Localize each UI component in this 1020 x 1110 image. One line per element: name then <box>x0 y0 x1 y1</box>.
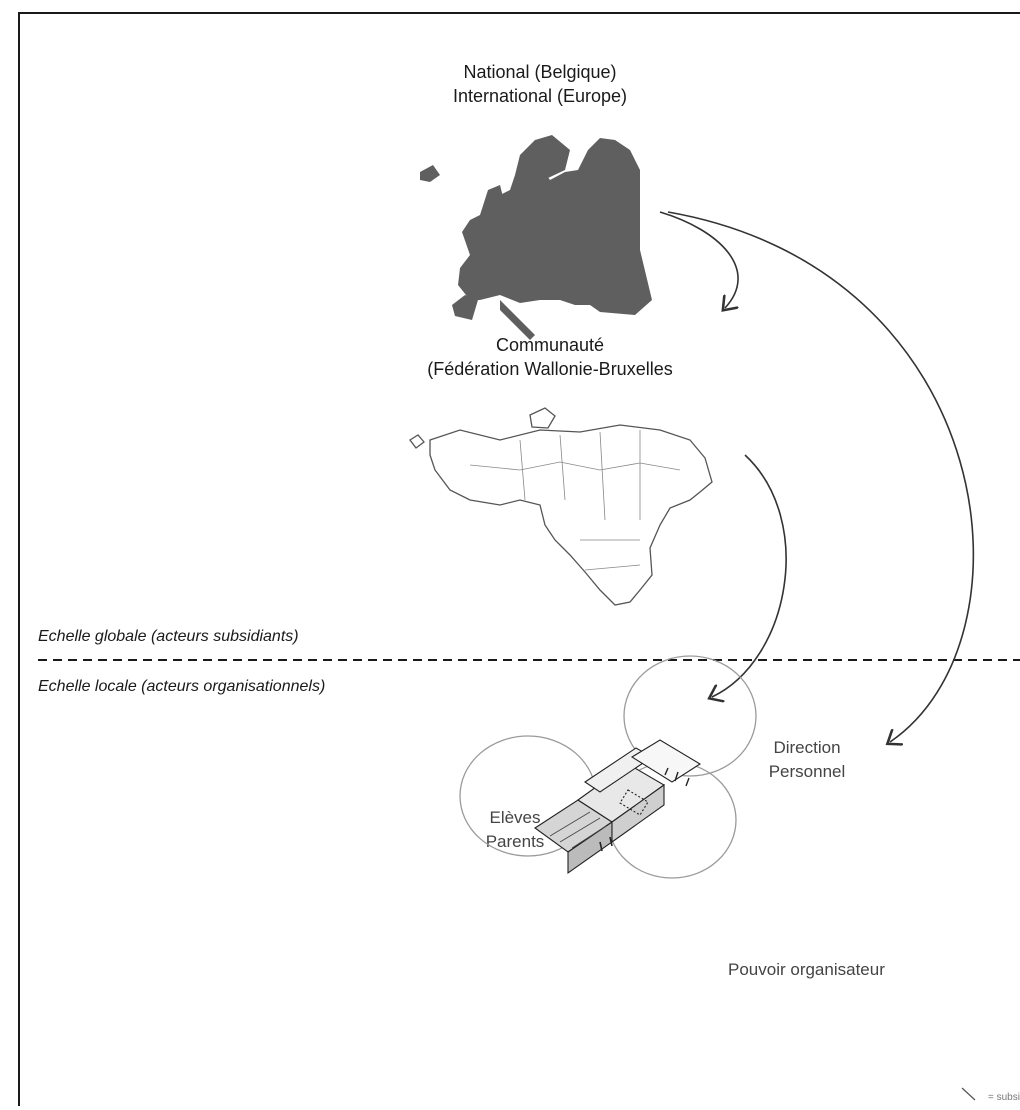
personnel-text: Personnel <box>768 762 846 781</box>
arrow-europe-to-communaute <box>659 211 739 308</box>
national-text: National (Belgique) <box>463 62 617 82</box>
eleves-label: Elèves Parents <box>470 806 560 854</box>
arrow-icon <box>961 1087 976 1101</box>
diagram-frame <box>18 12 1020 1106</box>
eleves-text: Elèves <box>489 808 541 827</box>
parents-text: Parents <box>485 832 545 851</box>
global-scale-label: Echelle globale (acteurs subsidiants) <box>38 628 299 645</box>
national-label: National (Belgique) International (Europ… <box>400 60 680 108</box>
direction-label: Direction Personnel <box>757 736 857 784</box>
communaute-text: Communauté <box>495 335 605 355</box>
legend-text: = subsi <box>988 1092 1020 1103</box>
direction-circle <box>623 655 757 777</box>
europe-map-icon <box>420 135 652 340</box>
pouvoir-label: Pouvoir organisateur <box>728 960 885 979</box>
international-text: International (Europe) <box>452 86 628 106</box>
wallonia-map-icon <box>409 407 713 606</box>
school-building-icon <box>534 739 702 875</box>
local-scale-label: Echelle locale (acteurs organisationnels… <box>38 678 326 695</box>
communaute-label: Communauté (Fédération Wallonie-Bruxelle… <box>390 333 710 381</box>
direction-text: Direction <box>773 738 841 757</box>
arrow-europe-to-direction <box>667 211 975 742</box>
federation-text: (Fédération Wallonie-Bruxelles <box>427 359 673 379</box>
